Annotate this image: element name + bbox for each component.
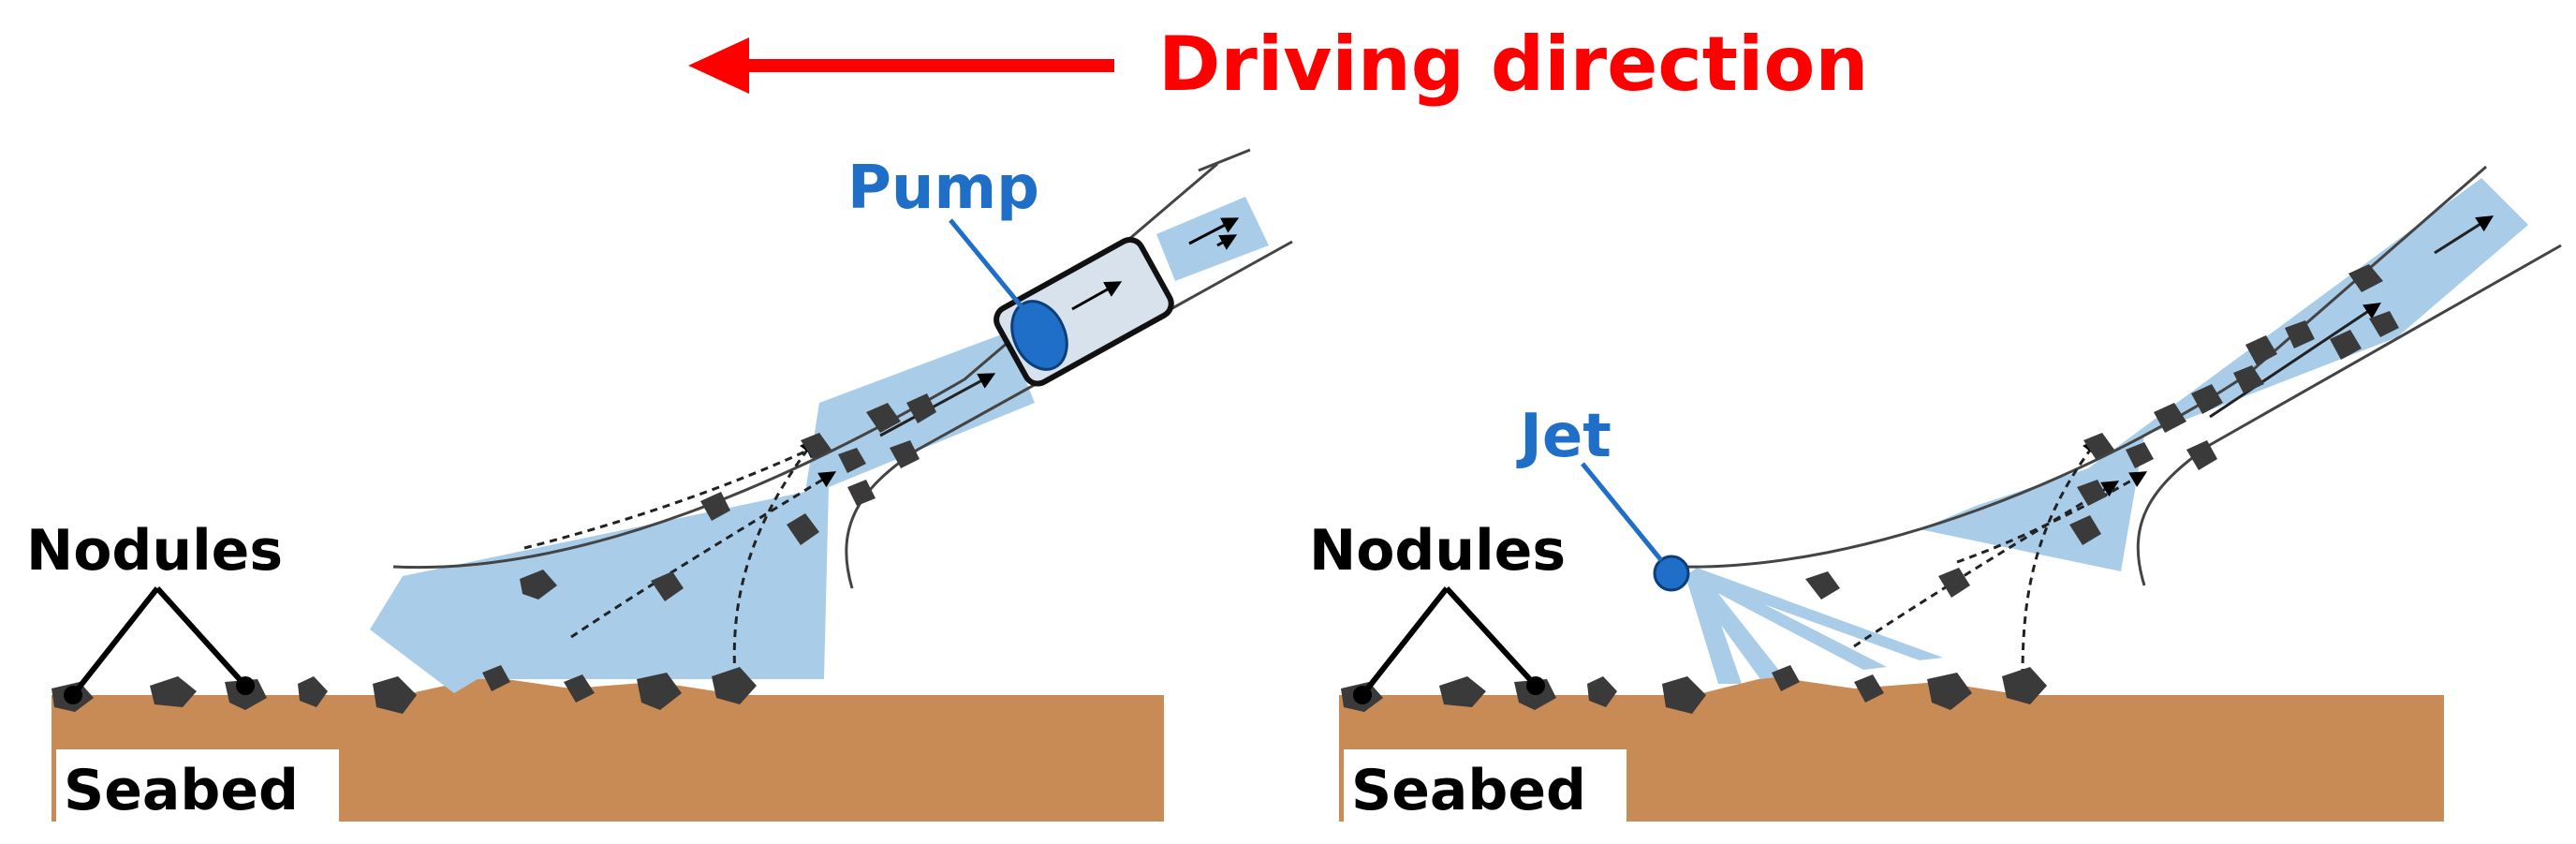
pump-label: Pump [847, 154, 1039, 223]
nodule [890, 440, 920, 468]
nodule [787, 513, 819, 545]
nodule [2245, 335, 2277, 365]
nodule [637, 673, 682, 710]
nodule [700, 492, 730, 521]
nodule [847, 480, 876, 506]
nodule [2186, 440, 2217, 470]
nodules-leader [1360, 586, 1450, 697]
nodule [2191, 384, 2223, 414]
seabed-label-box [56, 749, 339, 822]
collector-flow [370, 333, 1035, 693]
flow-arrow-3 [1956, 471, 2148, 564]
nodule [2126, 442, 2154, 468]
pump-leader [949, 218, 1030, 317]
nodule [1927, 673, 1972, 710]
seabed-label-box [1344, 749, 1627, 822]
nodule [2369, 311, 2399, 337]
flow-nodules-left [520, 393, 936, 601]
nodule [2348, 264, 2383, 292]
flow-nodules-right [1805, 264, 2399, 600]
jet-spray [1685, 573, 1784, 679]
nodule [482, 665, 510, 691]
nodule [1805, 571, 1840, 600]
right-panel: Seabed Jet [1309, 165, 2562, 823]
nodule [2002, 667, 2047, 704]
nodule [2077, 480, 2107, 506]
nodule [1854, 674, 1884, 703]
nodule [2083, 433, 2114, 459]
nodule [2233, 365, 2264, 393]
nodules-leader [70, 586, 160, 697]
nodule [1587, 676, 1617, 707]
nodule [2285, 320, 2315, 348]
nodule [564, 674, 595, 703]
nodule [866, 403, 901, 433]
jet-leader [1581, 462, 1663, 562]
nodules-label: Nodules [26, 518, 283, 584]
nodule [150, 676, 197, 707]
nodules-leader-dot [64, 686, 82, 704]
nodules-leader-dot [236, 676, 255, 695]
jet-icon [1653, 555, 1690, 592]
hood-outline [392, 162, 1218, 570]
nodules-leader-dot [1526, 676, 1545, 695]
nodules-leader-dot [1353, 686, 1372, 704]
nodule [298, 676, 328, 707]
flow-arrow-2 [570, 471, 837, 639]
flow-arrow-5 [2434, 215, 2495, 255]
flow-arrow-2 [1853, 481, 2120, 648]
nodules-leader [155, 585, 248, 689]
riser-flow [1156, 197, 1269, 281]
pump-icon [1010, 300, 1068, 371]
jet-label: Jet [1516, 402, 1612, 471]
nodule [1439, 676, 1486, 707]
nodule [2330, 330, 2362, 360]
nodule [1938, 568, 1970, 598]
nodules-leader [1444, 585, 1538, 689]
nodule [906, 393, 936, 423]
nodule [801, 433, 832, 459]
nodule [651, 571, 684, 601]
left-panel: Seabed Pump [26, 148, 1293, 823]
nodules-label: Nodules [1309, 518, 1566, 584]
flow-arrow-1 [2021, 437, 2100, 677]
nodule [712, 667, 757, 704]
nodule [1772, 665, 1800, 691]
jet-spray [1685, 571, 1887, 670]
nodule [373, 676, 417, 714]
riser-flow [1920, 178, 2528, 571]
nodule [520, 570, 557, 600]
flow-arrow-1 [732, 437, 817, 677]
driving-direction-arrow [688, 37, 1114, 94]
seabed-label: Seabed [64, 758, 299, 823]
nodule [1662, 676, 1706, 714]
nodule [2154, 403, 2186, 433]
seabed-label: Seabed [1351, 758, 1586, 823]
seabed-nodules-left [52, 665, 757, 714]
hood-outline [1675, 165, 2487, 569]
jet-spray [1685, 568, 1943, 660]
flow-arrow-4 [2209, 303, 2381, 419]
driving-direction-label: Driving direction [1158, 21, 1868, 108]
nodule [838, 448, 866, 473]
jet-spray [1685, 576, 1742, 684]
flow-arrow-4 [879, 373, 996, 437]
nodule [2069, 515, 2101, 545]
